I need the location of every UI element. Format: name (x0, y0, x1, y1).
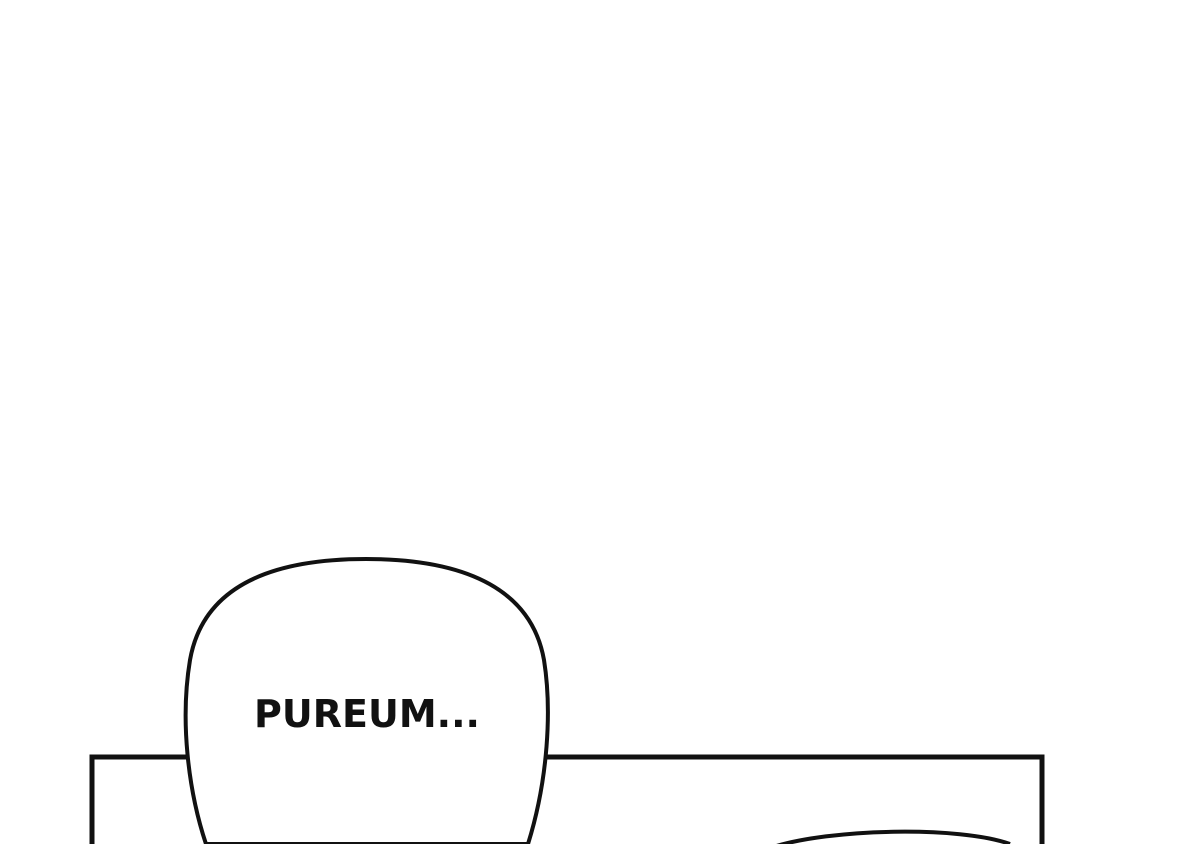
speech-bubble (183, 556, 550, 844)
panel-frame (89, 754, 1045, 844)
speech-bubble-text: PUREUM... (254, 692, 480, 736)
speech-bubble-partial (776, 829, 1011, 844)
